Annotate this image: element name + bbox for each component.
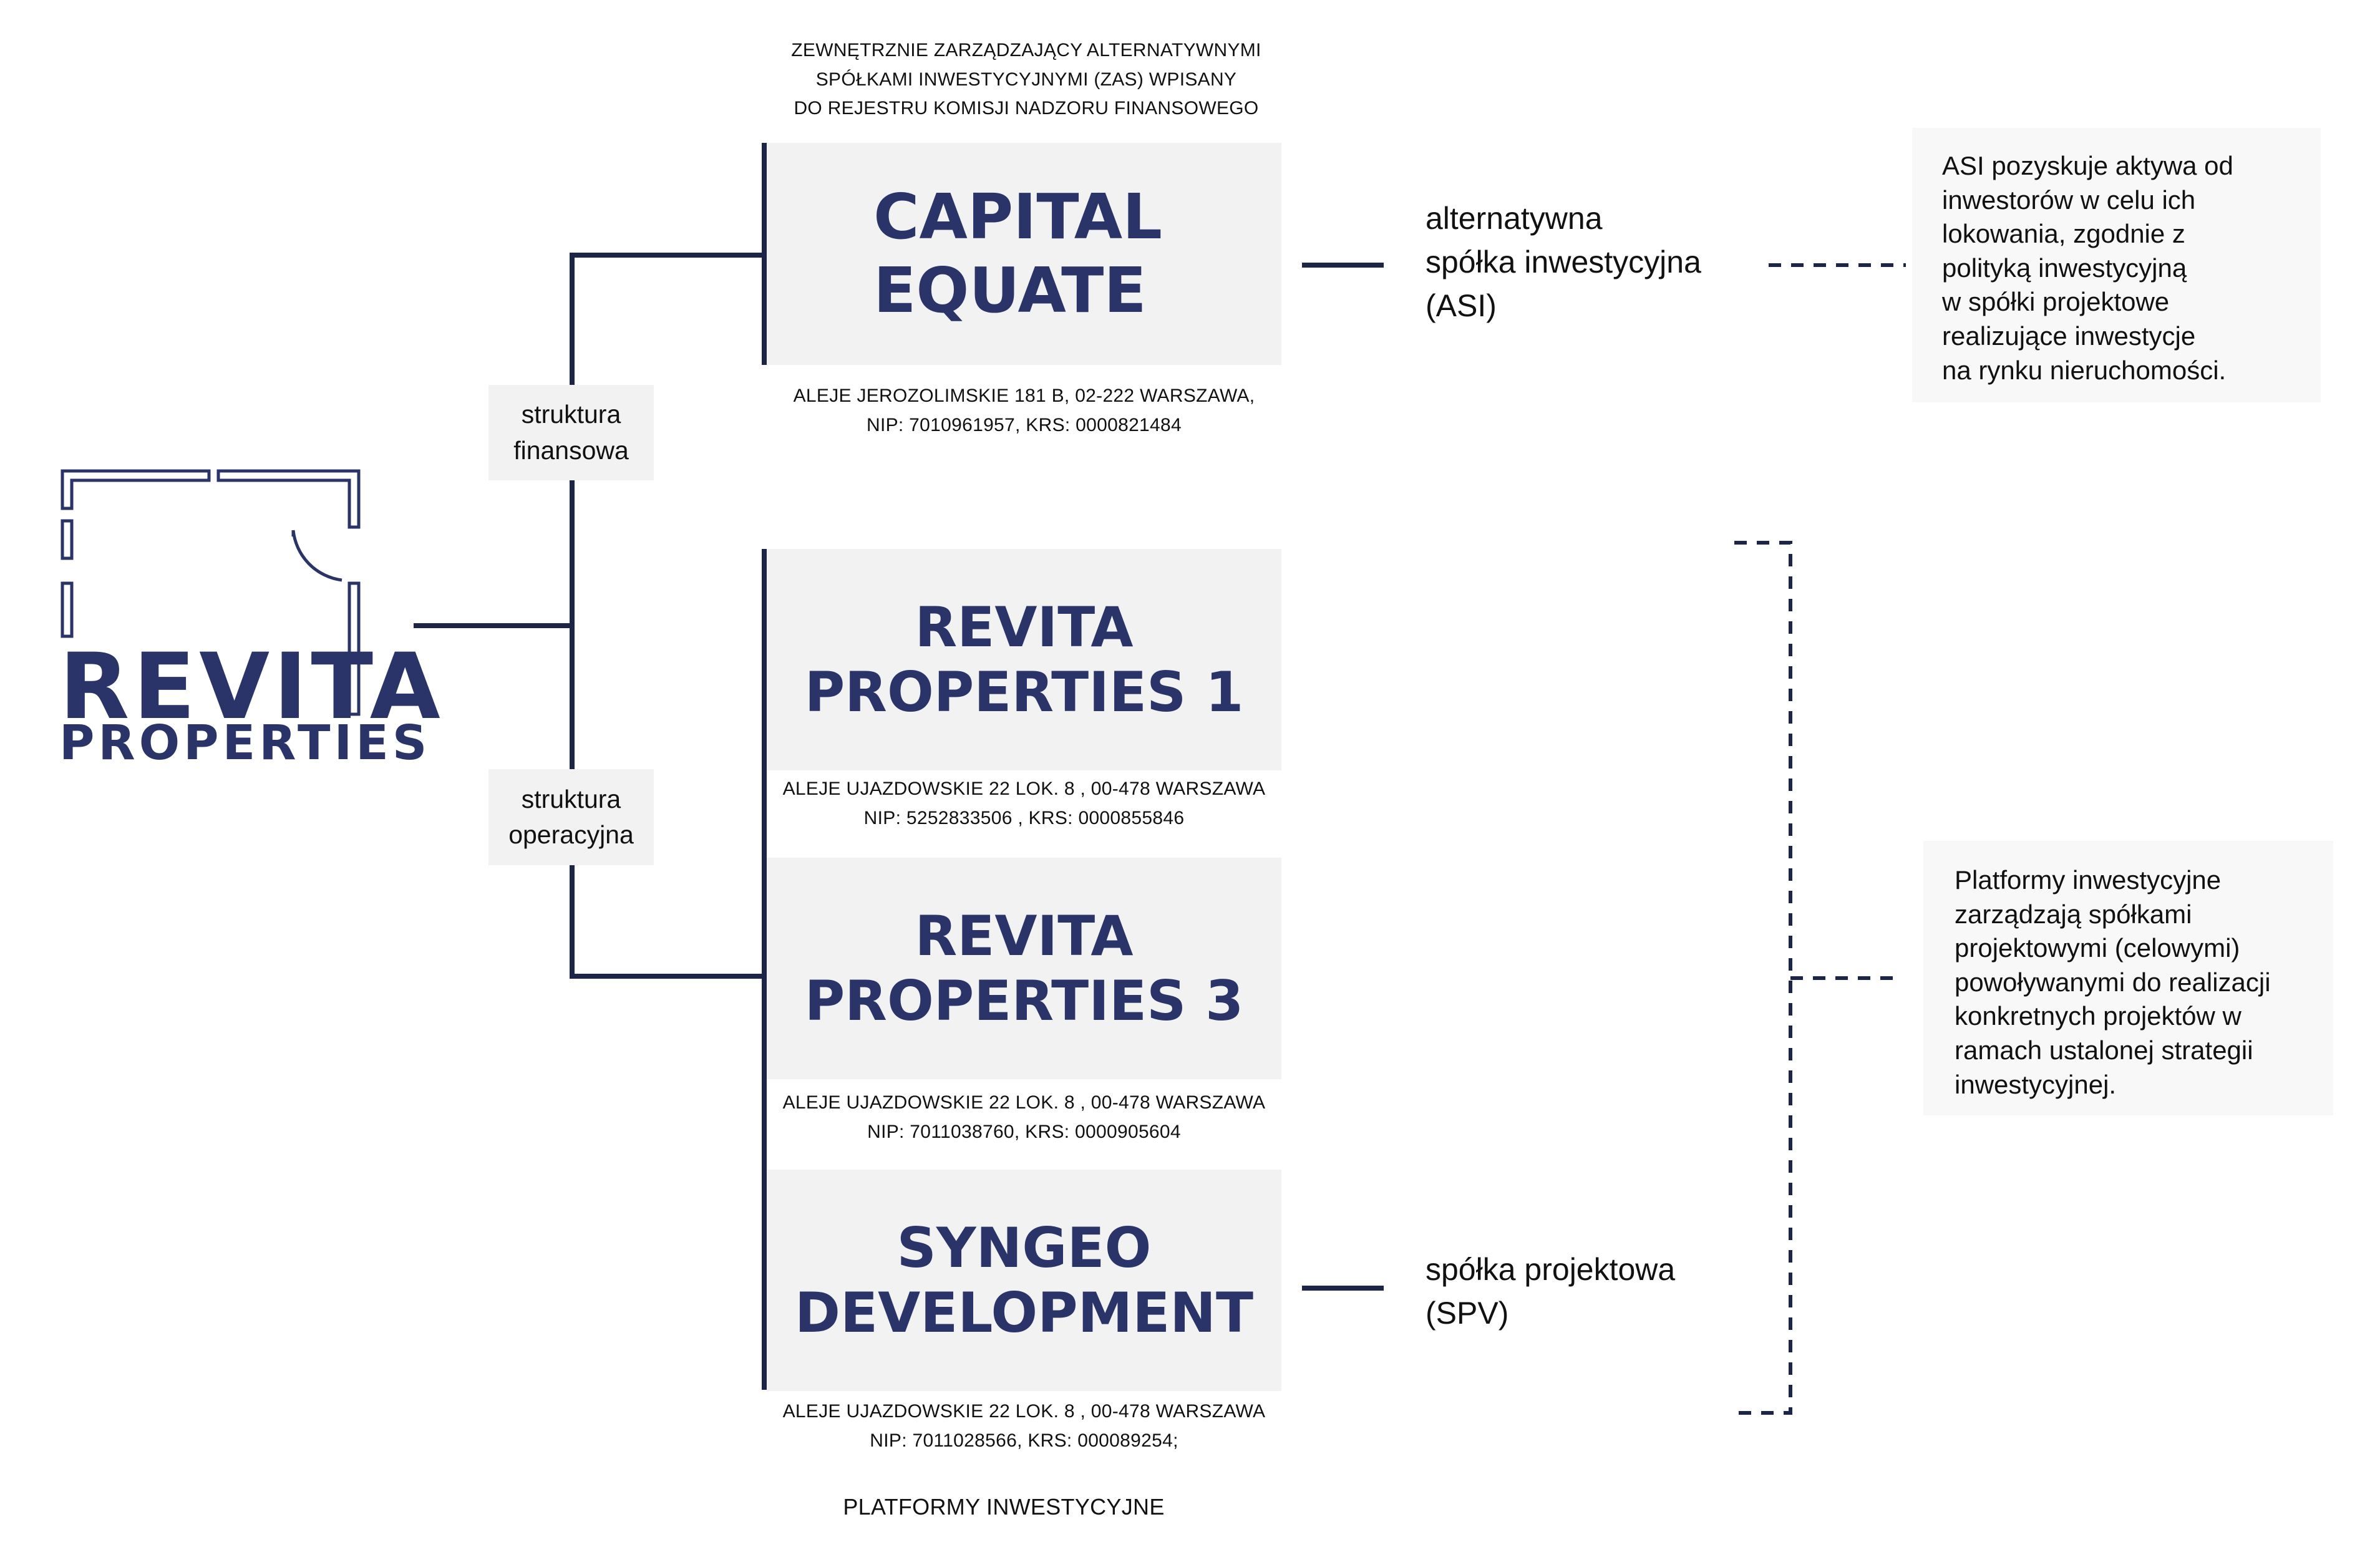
asi-label: alternatywna spółka inwestycyjna (ASI) <box>1426 201 1701 323</box>
entity-address: ALEJE JEROZOLIMSKIE 181 B, 02-222 WARSZA… <box>793 386 1255 435</box>
label-operational-structure: struktura operacyjna <box>488 769 654 865</box>
platforms-note: Platformy inwestycyjne zarządzają spółka… <box>1923 841 2333 1115</box>
logo-name-line1: REVITA <box>59 634 444 740</box>
entity-address: ALEJE UJAZDOWSKIE 22 LOK. 8 , 00-478 WAR… <box>782 1092 1266 1142</box>
entity-revita-properties-1: REVITA PROPERTIES 1 <box>767 549 1281 770</box>
entity-syngeo-development: SYNGEO DEVELOPMENT <box>767 1170 1281 1391</box>
asi-note: ASI pozyskuje aktywa od inwestorów w cel… <box>1912 128 2321 402</box>
entity-revita-properties-3: REVITA PROPERTIES 3 <box>767 858 1281 1079</box>
entity-address: ALEJE UJAZDOWSKIE 22 LOK. 8 , 00-478 WAR… <box>782 778 1266 828</box>
logo-frame-icon <box>61 469 361 716</box>
platforms-caption: PLATFORMY INWESTYCYJNE <box>843 1494 1165 1520</box>
entity-capital-equate: CAPITAL EQUATE <box>767 143 1281 365</box>
entity-address: ALEJE UJAZDOWSKIE 22 LOK. 8 , 00-478 WAR… <box>782 1401 1266 1451</box>
label-financial-structure: struktura finansowa <box>488 385 654 480</box>
zas-caption: ZEWNĘTRZNIE ZARZĄDZAJĄCY ALTERNATYWNYMI … <box>791 40 1261 119</box>
entity-name: SYNGEO DEVELOPMENT <box>795 1215 1253 1345</box>
spv-label: spółka projektowa (SPV) <box>1426 1252 1676 1331</box>
entity-name: CAPITAL EQUATE <box>873 180 1162 327</box>
dashed-bracket <box>1734 541 1792 1415</box>
entity-name: REVITA PROPERTIES 3 <box>804 903 1244 1033</box>
entity-name: REVITA PROPERTIES 1 <box>804 594 1244 724</box>
logo-name-line2: PROPERTIES <box>59 715 431 771</box>
